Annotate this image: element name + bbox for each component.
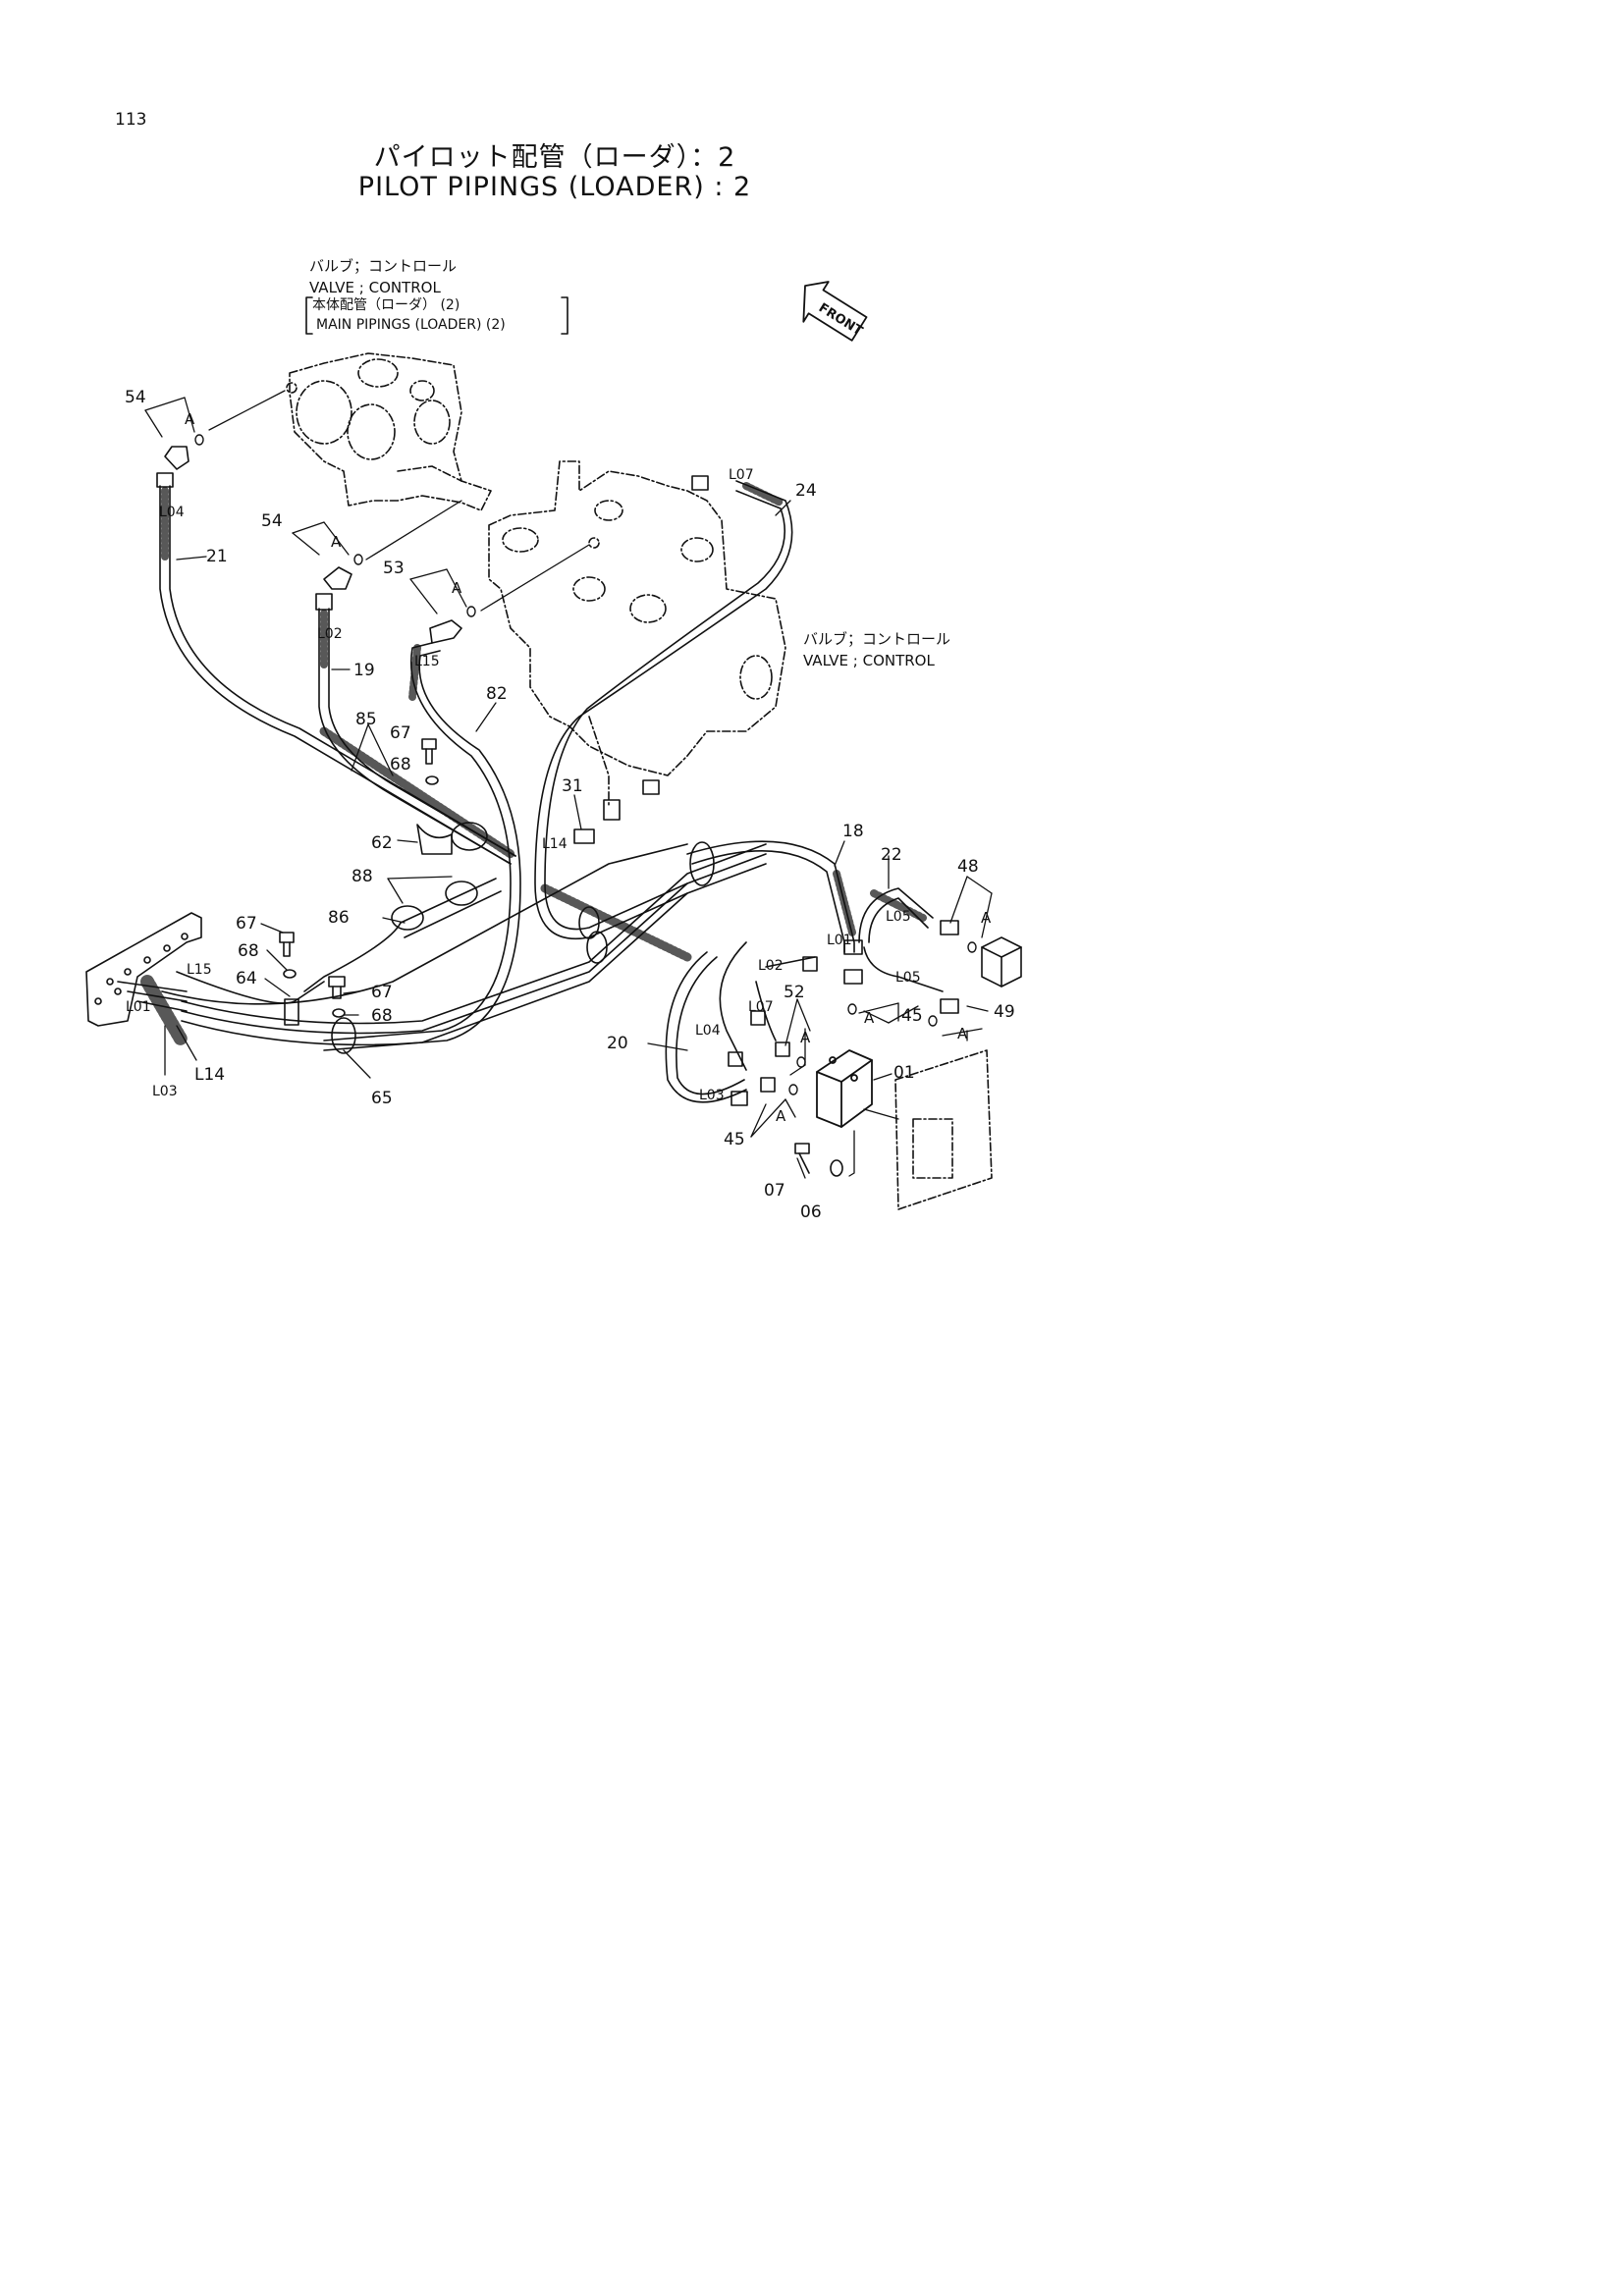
callout-52: 52 (784, 983, 805, 1002)
o-rings (194, 434, 977, 1095)
callout-01: 01 (893, 1063, 915, 1083)
callout-49: 49 (994, 1002, 1015, 1022)
hose-21 (159, 485, 516, 865)
callout-62: 62 (371, 833, 393, 853)
control-valve-upper (286, 352, 492, 511)
callout-l04: L04 (695, 1023, 721, 1039)
callout-67: 67 (371, 983, 393, 1002)
callout-88: 88 (352, 867, 373, 886)
ref-main-pipings-en: MAIN PIPINGS (LOADER) (2) (316, 317, 506, 333)
callout-l04: L04 (159, 505, 185, 520)
callout-18: 18 (842, 822, 864, 841)
hose-82 (323, 642, 521, 1051)
front-arrow-icon: FRONT (802, 281, 868, 342)
ref-main-pipings-jp: 本体配管（ローダ） (2) (312, 297, 460, 313)
clamps (284, 822, 715, 1054)
ref-valve-control-jp: バルブ；コントロール (309, 257, 458, 275)
callout-48: 48 (957, 857, 979, 877)
title-english: PILOT PIPINGS (LOADER) : 2 (357, 172, 752, 202)
view-marker: A (776, 1107, 786, 1125)
callout-45: 45 (724, 1130, 745, 1149)
callout-l14: L14 (194, 1065, 225, 1085)
callout-53: 53 (383, 559, 405, 578)
callout-45: 45 (901, 1006, 923, 1026)
braid-sections (140, 482, 927, 1047)
callout-l07: L07 (748, 999, 774, 1015)
callout-l02: L02 (758, 958, 784, 974)
callout-07: 07 (764, 1181, 785, 1201)
tube-86 (303, 878, 502, 992)
view-marker: A (331, 533, 342, 551)
callout-68: 68 (371, 1006, 393, 1026)
hose-18 (686, 840, 855, 953)
callout-54: 54 (125, 388, 146, 407)
callout-l01: L01 (827, 933, 852, 948)
control-valve-main (488, 460, 786, 806)
callout-l15: L15 (187, 962, 212, 978)
callout-l02: L02 (317, 626, 343, 642)
callout-l01: L01 (126, 999, 151, 1015)
callout-67: 67 (390, 723, 411, 743)
view-marker: A (800, 1029, 811, 1046)
callout-l05: L05 (895, 970, 921, 986)
callout-06: 06 (800, 1202, 822, 1222)
callout-l05: L05 (886, 909, 911, 925)
view-marker: A (957, 1025, 968, 1042)
page-number: 113 (115, 110, 147, 130)
callout-86: 86 (328, 908, 350, 928)
callout-85: 85 (355, 710, 377, 729)
callout-65: 65 (371, 1089, 393, 1108)
view-marker: A (864, 1009, 875, 1027)
view-marker: A (981, 909, 992, 927)
callout-82: 82 (486, 684, 508, 704)
view-marker: A (452, 579, 462, 597)
callout-21: 21 (206, 547, 228, 566)
left-bracket (85, 912, 202, 1027)
bolts (279, 738, 843, 1177)
hose-22 (858, 887, 944, 992)
callout-68: 68 (238, 941, 259, 961)
callout-68: 68 (390, 755, 411, 774)
callout-l15: L15 (414, 654, 440, 669)
callout-l03: L03 (152, 1084, 178, 1099)
callout-54: 54 (261, 511, 283, 531)
hose-bundle-main (161, 843, 816, 1071)
callout-20: 20 (607, 1034, 628, 1053)
title-japanese: パイロット配管（ローダ）：2 (373, 142, 736, 173)
manifold-block (981, 936, 1022, 988)
callout-l07: L07 (729, 467, 754, 483)
callout-24: 24 (795, 481, 817, 501)
ref-right-valve-en: VALVE ; CONTROL (803, 652, 935, 669)
callout-31: 31 (562, 776, 583, 796)
ref-right-valve-jp: バルブ；コントロール (803, 630, 951, 648)
callout-l14: L14 (542, 836, 568, 852)
pilot-piping-diagram: FRONT (85, 281, 1022, 1222)
view-marker: A (185, 410, 195, 428)
callout-22: 22 (881, 845, 902, 865)
callout-67: 67 (236, 914, 257, 934)
callout-64: 64 (236, 969, 257, 988)
ref-valve-control-en: VALVE ; CONTROL (309, 279, 441, 296)
callout-19: 19 (353, 661, 375, 680)
hose-20 (665, 951, 747, 1103)
valve-block-01 (816, 1049, 873, 1128)
mounting-plate (894, 1049, 993, 1210)
fittings (156, 446, 959, 1106)
callout-l03: L03 (699, 1088, 725, 1103)
leader-lines (144, 390, 993, 1179)
hose-24 (534, 480, 793, 939)
